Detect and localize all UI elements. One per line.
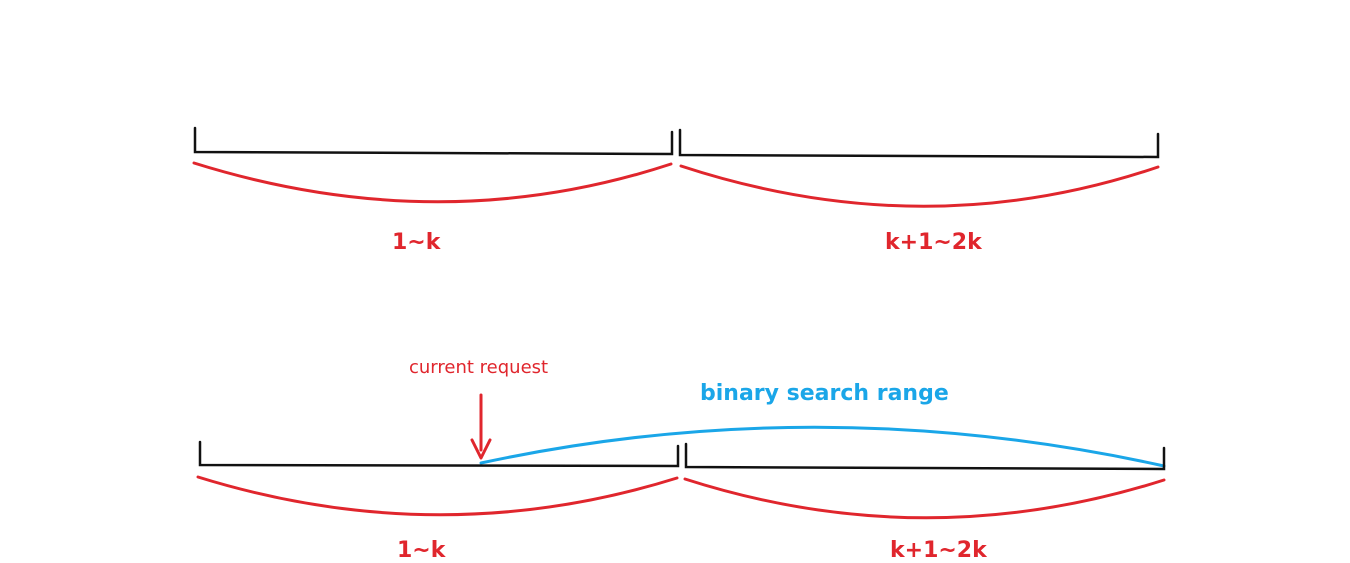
bottom-right-segment <box>684 442 1166 471</box>
bottom-left-segment <box>198 440 680 468</box>
bottom-right-brace <box>683 477 1166 520</box>
top-right-segment <box>678 128 1160 159</box>
bottom-row <box>196 393 1166 520</box>
binary-search-range-arc <box>479 425 1166 468</box>
bottom-left-brace <box>196 475 679 517</box>
binary-search-range-label: binary search range <box>700 381 949 406</box>
top-left-segment-label: 1~k <box>392 230 441 255</box>
current-request-label: current request <box>409 357 549 378</box>
current-request-arrow-icon <box>470 393 492 460</box>
sliding-window-diagram <box>192 126 1166 520</box>
top-right-segment-label: k+1~2k <box>885 230 982 255</box>
diagram-canvas: 1~k k+1~2k current request binary search… <box>192 126 1166 563</box>
bottom-right-segment-label: k+1~2k <box>890 538 987 563</box>
top-right-brace <box>679 164 1160 208</box>
bottom-left-segment-label: 1~k <box>397 538 446 563</box>
top-row <box>192 126 1160 208</box>
top-left-segment <box>193 126 674 156</box>
top-left-brace <box>192 161 673 204</box>
